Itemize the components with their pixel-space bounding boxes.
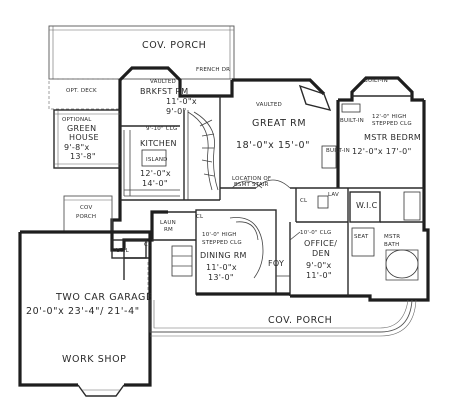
label-office-ceiling: 10'-0" CLG [300,230,331,236]
label-mstr-bath1: MSTR [384,234,400,240]
label-kitchen-dim1: 12'-0"x [140,169,171,178]
label-kitchen-ceiling: 9'-10" CLG [146,126,177,132]
label-built-in-2: BUILT-IN [340,118,364,124]
label-rm: RM [164,227,173,233]
label-dining-dim1: 11'-0"x [206,263,237,272]
label-dining-name: DINING RM [200,251,247,260]
label-foy: FOY [268,259,284,268]
label-green-dim1: 9'-8"x [64,143,89,152]
label-french-dr: FRENCH DR [196,67,230,73]
label-office-name2: DEN [312,249,330,258]
label-brkfst-dim1: 11'-0"x [166,97,197,106]
label-laun: LAUN [160,220,176,226]
label-mstr-note2: STEPPED CLG [372,121,412,127]
label-brkfst-dim2: 9'-0" [166,107,186,116]
label-dining-note1: 10'-0" HIGH [202,232,237,238]
cov-porch-bottom-area [149,299,417,337]
label-cl-3: CL [300,198,308,204]
house-outer-walls [110,66,430,302]
label-kitchen-dim2: 14'-0" [142,179,168,188]
label-cl-2: CL [196,214,204,220]
label-brkfst-name: BRKFST RM [140,87,188,96]
label-office-name1: OFFICE/ [304,239,337,248]
label-cov-porch-top: COV. PORCH [142,40,206,51]
label-great-vaulted: VAULTED [256,102,282,108]
label-cl-1: CL [144,242,152,248]
label-mstr-note1: 12'-0" HIGH [372,114,407,120]
label-great-dim: 18'-0"x 15'-0" [236,140,310,151]
room-labels: COV. PORCH FRENCH DR OPT. DECK VAULTED B… [26,40,421,365]
label-cov-porch-left2: PORCH [76,214,96,220]
label-mstr-bath2: BATH [384,242,399,248]
label-work-shop: WORK SHOP [62,354,127,365]
label-location-of: LOCATION OF [232,176,271,182]
label-cov-porch-bottom: COV. PORCH [268,315,332,326]
tub-shape [385,249,419,279]
label-office-dim2: 11'-0" [306,271,332,280]
label-great-name: GREAT RM [252,118,306,129]
label-dining-dim2: 13'-0" [208,273,234,282]
label-green-optional: OPTIONAL [62,117,92,123]
cov-porch-top-area [48,25,235,80]
green-house-room [53,109,121,169]
label-built-in-1: BUILT-IN [364,78,388,84]
label-garage-dim: 20'-0"x 23'-4"/ 21'-4" [26,306,140,317]
label-brkfst-vaulted: VAULTED [150,79,176,85]
opt-deck-outline [48,78,120,110]
label-seat: SEAT [354,234,369,240]
label-kitchen-island: ISLAND [146,157,168,163]
label-garage-name: TWO CAR GARAGE [55,292,153,303]
label-green-house: HOUSE [69,133,99,142]
label-mstr-name: MSTR BEDRM [364,133,421,142]
label-kitchen-name: KITCHEN [140,139,177,148]
label-util: UTIL [116,248,130,254]
label-opt-deck: OPT. DECK [66,88,97,94]
label-lav: LAV [328,192,339,198]
label-mstr-dim: 12'-0"x 17'-0" [352,147,412,156]
label-dining-note2: STEPPED CLG [202,240,242,246]
label-bsmt-stair: BSMT STAIR [234,182,269,188]
label-built-in-3: BUILT-IN [326,148,350,154]
label-green-name: GREEN [67,124,96,133]
label-office-dim1: 9'-0"x [306,261,331,270]
label-green-dim2: 13'-8" [70,152,96,161]
label-wic: W.I.C [356,201,378,210]
label-cov-porch-left1: COV [80,205,92,211]
kitchen-island-shape [141,149,167,167]
